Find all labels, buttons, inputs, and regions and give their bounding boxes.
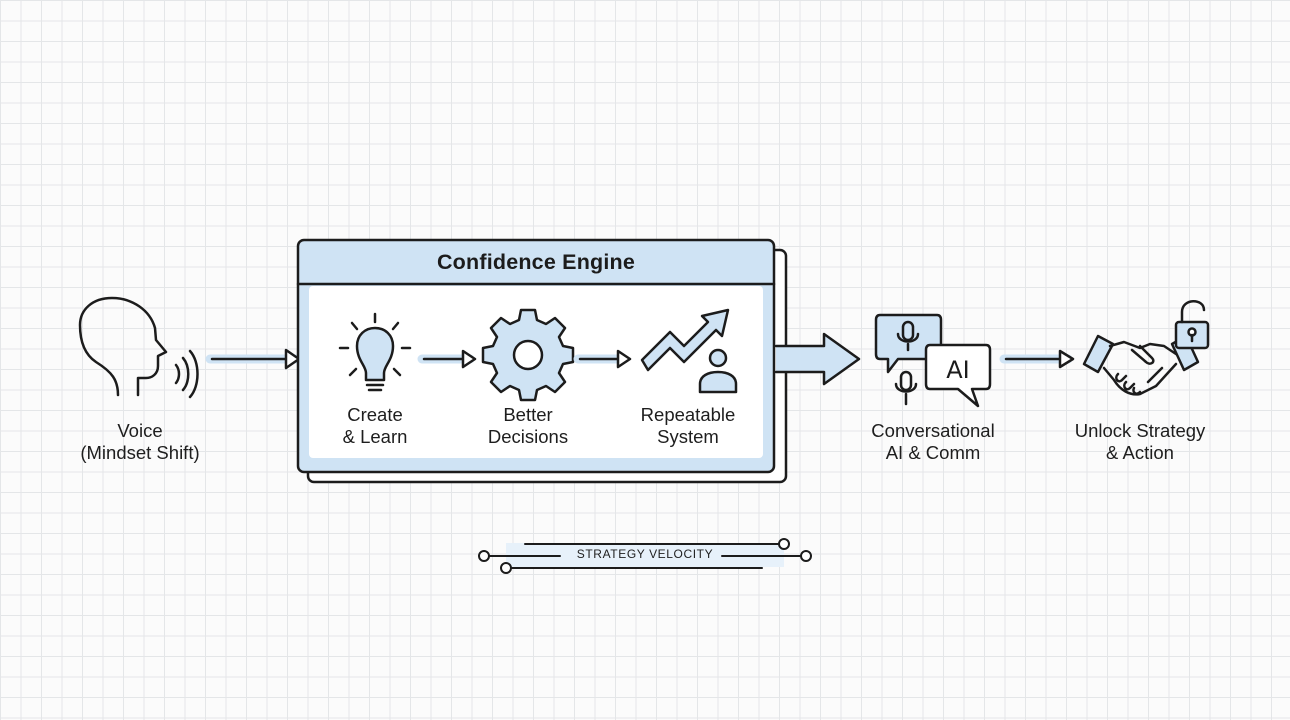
speaking-head-icon (78, 296, 199, 399)
step-better-decisions-label: Better Decisions (468, 404, 588, 448)
step-repeatable-system-line1: Repeatable (640, 404, 736, 425)
confidence-engine-title: Confidence Engine (436, 249, 636, 274)
conversational-ai-line2: AI & Comm (885, 442, 981, 463)
step-repeatable-system-line2: System (657, 426, 719, 447)
unlock-strategy-label: Unlock Strategy & Action (1055, 420, 1225, 464)
svg-text:AI: AI (946, 356, 970, 384)
gear-icon (481, 308, 575, 402)
step-create-learn-line2: & Learn (342, 426, 408, 447)
flow-arrow-ai-to-unlock (999, 349, 1075, 369)
conversational-ai-line1: Conversational (871, 420, 995, 441)
unlock-strategy-line1: Unlock Strategy (1074, 420, 1206, 441)
ai-chat-microphone-icon: AI (874, 313, 992, 408)
strategy-velocity-label: STRATEGY VELOCITY (576, 547, 714, 561)
step-create-learn-line1: Create (347, 404, 403, 425)
step-repeatable-system-label: Repeatable System (618, 404, 758, 448)
flow-arrow-engine-to-ai (774, 332, 861, 386)
voice-label: Voice (Mindset Shift) (60, 420, 220, 464)
voice-label-line2: (Mindset Shift) (80, 442, 200, 463)
handshake-unlock-icon (1082, 300, 1210, 396)
step-better-decisions-line1: Better (503, 404, 553, 425)
lightbulb-icon (338, 312, 412, 392)
flow-arrow-decisions-to-system (573, 349, 632, 369)
growth-chart-person-icon (640, 308, 738, 394)
unlock-strategy-line2: & Action (1106, 442, 1174, 463)
flow-arrow-voice-to-engine (205, 348, 301, 370)
strategy-velocity-bar (478, 538, 812, 574)
step-better-decisions-line2: Decisions (487, 426, 569, 447)
step-create-learn-label: Create & Learn (315, 404, 435, 448)
conversational-ai-label: Conversational AI & Comm (853, 420, 1013, 464)
voice-label-line1: Voice (117, 420, 163, 441)
flow-arrow-create-to-decisions (417, 349, 477, 369)
